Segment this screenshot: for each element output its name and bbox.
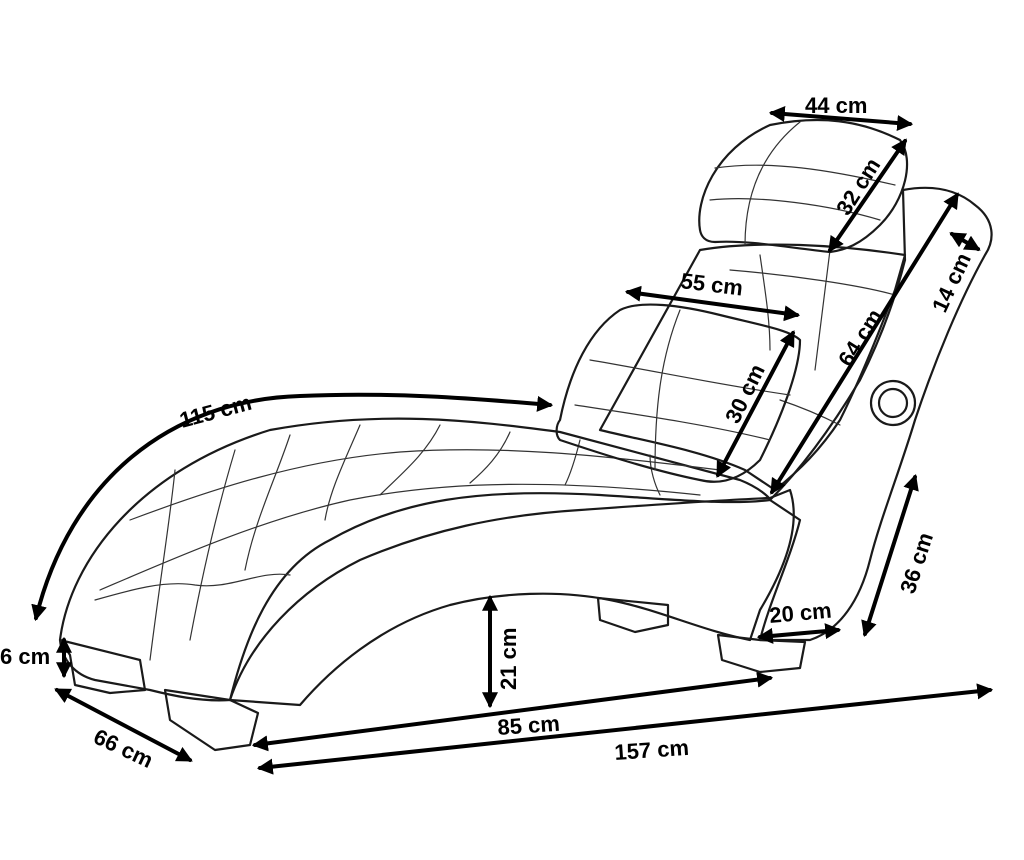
arrow-pillow-width [624, 285, 801, 322]
lumbar-pillow [555, 303, 802, 483]
arrow-total-length [256, 683, 994, 775]
label-base-depth: 20 cm [768, 598, 832, 628]
arrow-back-length [770, 192, 959, 495]
label-pillow-width: 55 cm [679, 268, 744, 300]
label-under-clearance: 21 cm [496, 628, 521, 690]
arrow-speaker-panel [949, 232, 981, 251]
dimension-lines [31, 106, 994, 775]
leg-rear-left [596, 596, 670, 634]
label-seat-curve: 115 cm [177, 390, 254, 433]
label-speaker-panel: 14 cm [927, 249, 976, 316]
label-headrest-height: 32 cm [831, 153, 885, 219]
label-headrest-width: 44 cm [805, 93, 867, 118]
arrow-base-depth [756, 623, 842, 644]
label-base-length: 85 cm [497, 711, 561, 740]
arrow-headrest-width [768, 106, 914, 131]
leg-front-left [58, 638, 147, 695]
leg-rear-right [716, 633, 807, 674]
arrow-front-height [861, 473, 919, 638]
label-front-height: 36 cm [895, 529, 938, 596]
speaker-ring-inner [877, 387, 909, 419]
speaker-ring-outer [869, 379, 917, 427]
label-total-length: 157 cm [614, 735, 690, 765]
arrow-width [54, 688, 193, 762]
label-width: 66 cm [90, 724, 157, 773]
arrow-seat-curve [31, 392, 554, 622]
label-foot-height: 6 cm [0, 644, 50, 669]
